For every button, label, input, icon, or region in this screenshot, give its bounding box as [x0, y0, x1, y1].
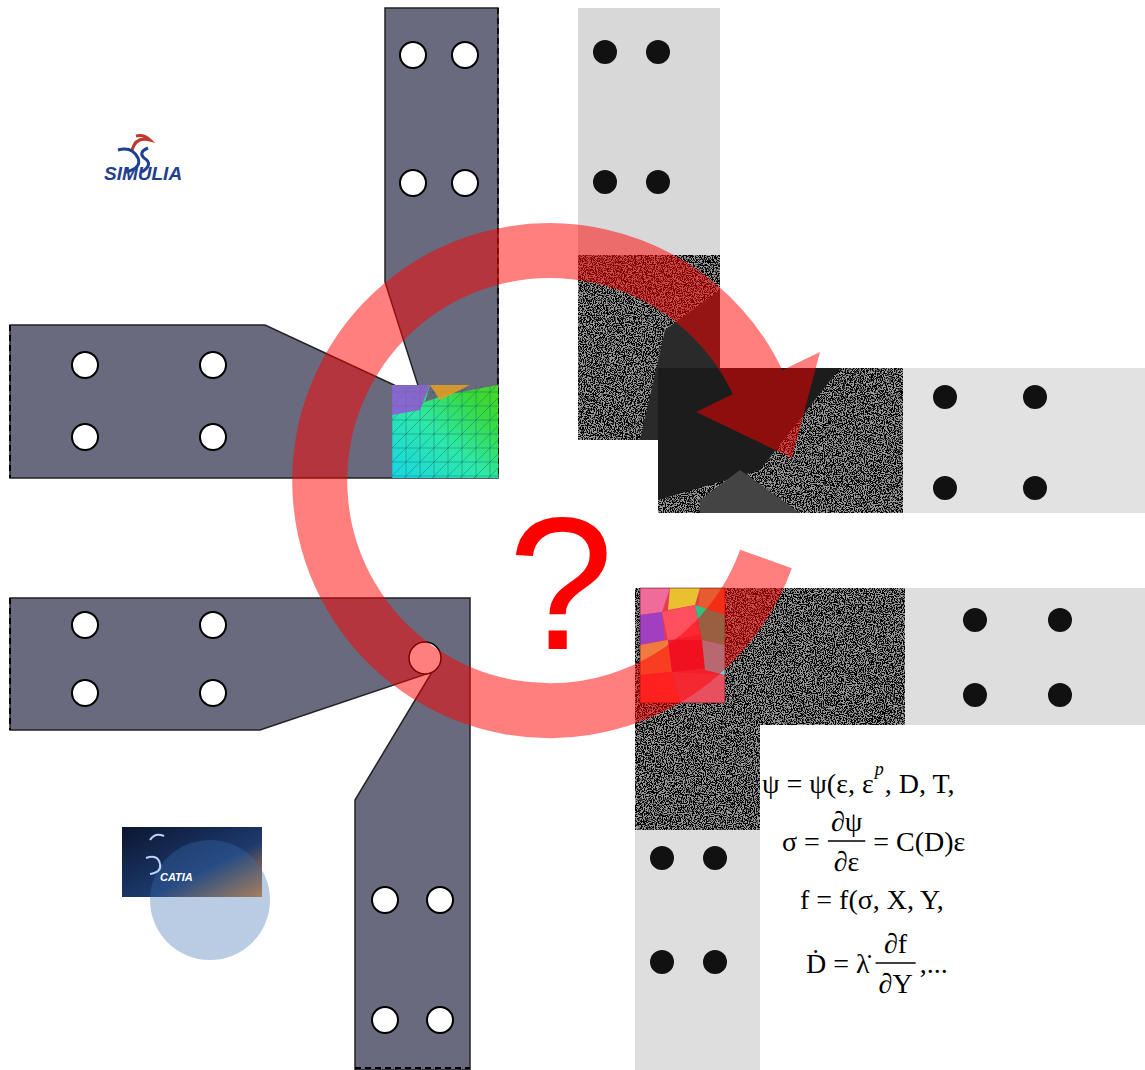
question-mark: ? — [508, 488, 614, 678]
fraction-bar — [876, 962, 916, 964]
logo-text: CATIA — [160, 872, 193, 883]
equation-text: ,... — [920, 950, 948, 978]
equation-text: ψ = ψ(ε, ε — [762, 770, 874, 798]
fraction-numerator: ∂f — [884, 930, 907, 958]
equation-text: Ḋ = λ̇ — [806, 950, 870, 978]
fraction-bar — [828, 840, 865, 842]
fraction-numerator: ∂ψ — [831, 808, 862, 836]
fraction-denominator: ∂ε — [834, 848, 860, 876]
equation-text: f = f(σ, X, Y, — [800, 886, 944, 914]
equation-text: σ = — [782, 828, 820, 856]
logo-text: SIMULIA — [104, 164, 182, 183]
equation-text: , D, T, — [885, 770, 955, 798]
superscript: p — [875, 760, 884, 778]
fraction-denominator: ∂Y — [879, 970, 913, 998]
equation-text: = C(D)ε — [873, 828, 965, 856]
